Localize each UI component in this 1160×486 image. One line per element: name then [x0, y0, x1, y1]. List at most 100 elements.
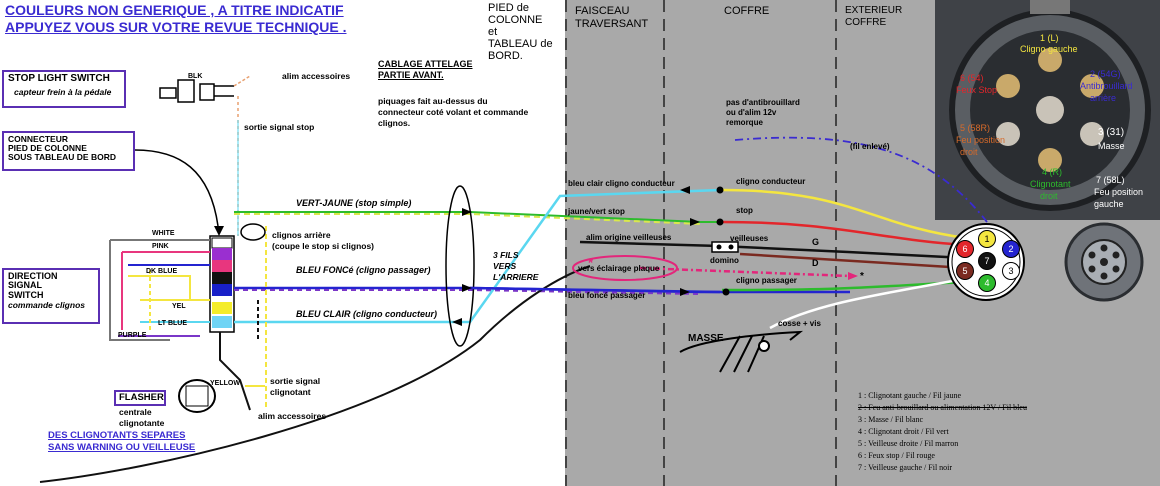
- label-white: WHITE: [152, 230, 175, 237]
- trunk-fil-enleve: (fil enlevé): [850, 142, 890, 151]
- trunk-masse: MASSE: [688, 333, 724, 344]
- plug-p7-name2: gauche: [1094, 199, 1124, 209]
- label-purple: PURPLE: [118, 332, 147, 339]
- zone-ext-l1: EXTERIEUR: [845, 5, 903, 16]
- label-sortie-clignotant-l2: clignotant: [270, 387, 311, 397]
- masse-symbol: [679, 330, 804, 373]
- trunk-pas-anti-l1: pas d'antibrouillard: [726, 98, 800, 107]
- clignos-arriere-ellipse: [240, 223, 266, 241]
- plug-p4-name2: droit: [1040, 191, 1058, 201]
- plug-p7-num: 7 (58L): [1096, 175, 1125, 185]
- trunk-stop: stop: [736, 206, 753, 215]
- label-sortie-clignotant-l1: sortie signal: [270, 376, 321, 386]
- zone-faisceau-l1: FAISCEAU: [575, 5, 630, 17]
- trunk-alim-veilleuses: alim origine veilleuses: [586, 233, 672, 242]
- plug-p4-num: 4 (R): [1042, 167, 1062, 177]
- direction-l3: SWITCH: [8, 289, 44, 300]
- plug-p6-num: 6 (54): [960, 73, 984, 83]
- junction-dots: [711, 186, 739, 296]
- legend-5: 5 : Veilleuse droite / Fil marron: [858, 439, 959, 448]
- label-3-fils-l3: L'ARRIERE: [493, 272, 539, 282]
- pin-5: 5: [956, 262, 974, 280]
- label-dk-blue: DK BLUE: [146, 268, 178, 275]
- flasher-drawing: [178, 379, 216, 413]
- label-cablage-l2: PARTIE AVANT.: [378, 70, 444, 80]
- plug-p1-name: Cligno gauche: [1020, 44, 1078, 54]
- direction-signal-switch-box: DIRECTION SIGNAL SWITCH commande clignos: [2, 268, 100, 324]
- label-clignos-arriere-l1: clignos arrière: [272, 230, 331, 240]
- trunk-g: G: [812, 237, 820, 247]
- plug-p1-num: 1 (L): [1040, 33, 1059, 43]
- legend-7: 7 : Veilleuse gauche / Fil noir: [858, 463, 953, 472]
- trunk-cosse: cosse + vis: [778, 319, 821, 328]
- stop-light-switch-title: STOP LIGHT SWITCH: [8, 73, 110, 84]
- header-line-2: APPUYEZ VOUS SUR VOTRE REVUE TECHNIQUE .: [5, 19, 347, 35]
- legend-4: 4 : Clignotant droit / Fil vert: [858, 427, 949, 436]
- zone-faisceau-l2: TRAVERSANT: [575, 18, 649, 30]
- zone-ext-l2: COFFRE: [845, 17, 887, 28]
- pin-1: 1: [978, 230, 996, 248]
- direction-sub: commande clignos: [8, 300, 85, 311]
- label-pink: PINK: [152, 243, 169, 250]
- direction-l1: DIRECTION: [8, 271, 58, 281]
- label-piquages-l1: piquages fait au-dessus du: [378, 96, 488, 106]
- plug-p6-name: Feux Stop: [956, 85, 998, 95]
- header-line-1: COULEURS NON GENERIQUE , A TITRE INDICAT…: [5, 2, 344, 18]
- column-connector: [209, 235, 235, 333]
- label-lt-blue: LT BLUE: [158, 320, 188, 327]
- trunk-domino: domino: [710, 256, 739, 265]
- label-blk: BLK: [188, 73, 203, 80]
- flasher-title: FLASHER: [119, 392, 164, 403]
- zone-pied-l3: et: [488, 26, 498, 38]
- pin-lightblue: [212, 316, 232, 328]
- flasher-l2: clignotante: [119, 418, 165, 428]
- label-alim-top: alim accessoires: [282, 71, 351, 81]
- flasher-box: FLASHER: [114, 390, 166, 406]
- label-piquages-l3: clignos.: [378, 118, 411, 128]
- trunk-red: [721, 220, 967, 247]
- plug-p7-name1: Feu position: [1094, 187, 1144, 197]
- trunk-asterisk-right: *: [860, 271, 864, 282]
- pin-blue: [212, 284, 232, 296]
- pin-purple: [212, 248, 232, 260]
- wire-long-black: [39, 265, 591, 483]
- plug-p2-name: Antibrouillard: [1080, 81, 1133, 91]
- label-bleu-fonce: BLEU FONCé (cligno passager): [296, 265, 431, 275]
- label-alim-bottom: alim accessoires: [258, 411, 327, 421]
- trunk-bleu-fonce-passager: bleu foncé passager: [568, 291, 646, 300]
- label-cablage-l1: CABLAGE ATTELAGE: [378, 59, 473, 69]
- trunk-brown: [739, 252, 967, 270]
- pin-pink: [212, 260, 232, 272]
- arrows: [214, 186, 858, 326]
- trunk-jaune-vert-stop: jaune/vert stop: [568, 207, 625, 216]
- label-clignos-arriere-l2: (coupe le stop si clignos): [272, 241, 375, 251]
- zone-pied-l2: COLONNE: [488, 14, 543, 26]
- trunk-yellow: [721, 188, 967, 240]
- legend-3: 3 : Masse / Fil blanc: [858, 415, 924, 424]
- legend-2: 2 : Feu anti-brouillard ou alimentation …: [858, 403, 1027, 412]
- pin-4: 4: [978, 274, 996, 292]
- label-yellow: YELLOW: [210, 380, 240, 387]
- trunk-d: D: [812, 258, 819, 268]
- plug-p3-name: Masse: [1098, 141, 1125, 151]
- arrow-connecteur: [134, 149, 219, 227]
- eclairage-ellipse: [572, 255, 678, 281]
- trunk-cligno-passager: cligno passager: [736, 276, 797, 285]
- label-sortie-stop: sortie signal stop: [244, 122, 315, 132]
- legend-6: 6 : Feux stop / Fil rouge: [858, 451, 935, 460]
- small-plug-photo: [1064, 222, 1144, 302]
- stop-light-switch-sub: capteur frein à la pédale: [14, 86, 112, 97]
- direction-l2: SIGNAL: [8, 280, 43, 291]
- pin-2: 2: [1002, 240, 1020, 258]
- trunk-veilleuses: veilleuses: [730, 234, 769, 243]
- trunk-pas-anti-l2: ou d'alim 12v: [726, 108, 777, 117]
- pin-3: 3: [1002, 262, 1020, 280]
- pin-black: [212, 272, 232, 284]
- wire-black-flasher: [219, 332, 251, 411]
- big-plug-photo: [949, 0, 1151, 211]
- plug-p2-num: 2 (54G): [1090, 69, 1121, 79]
- connecteur-l1: CONNECTEUR: [8, 134, 68, 144]
- trunk-bleu-clair-cligno: bleu clair cligno conducteur: [568, 179, 675, 188]
- connecteur-l3: SOUS TABLEAU DE BORD: [8, 151, 116, 162]
